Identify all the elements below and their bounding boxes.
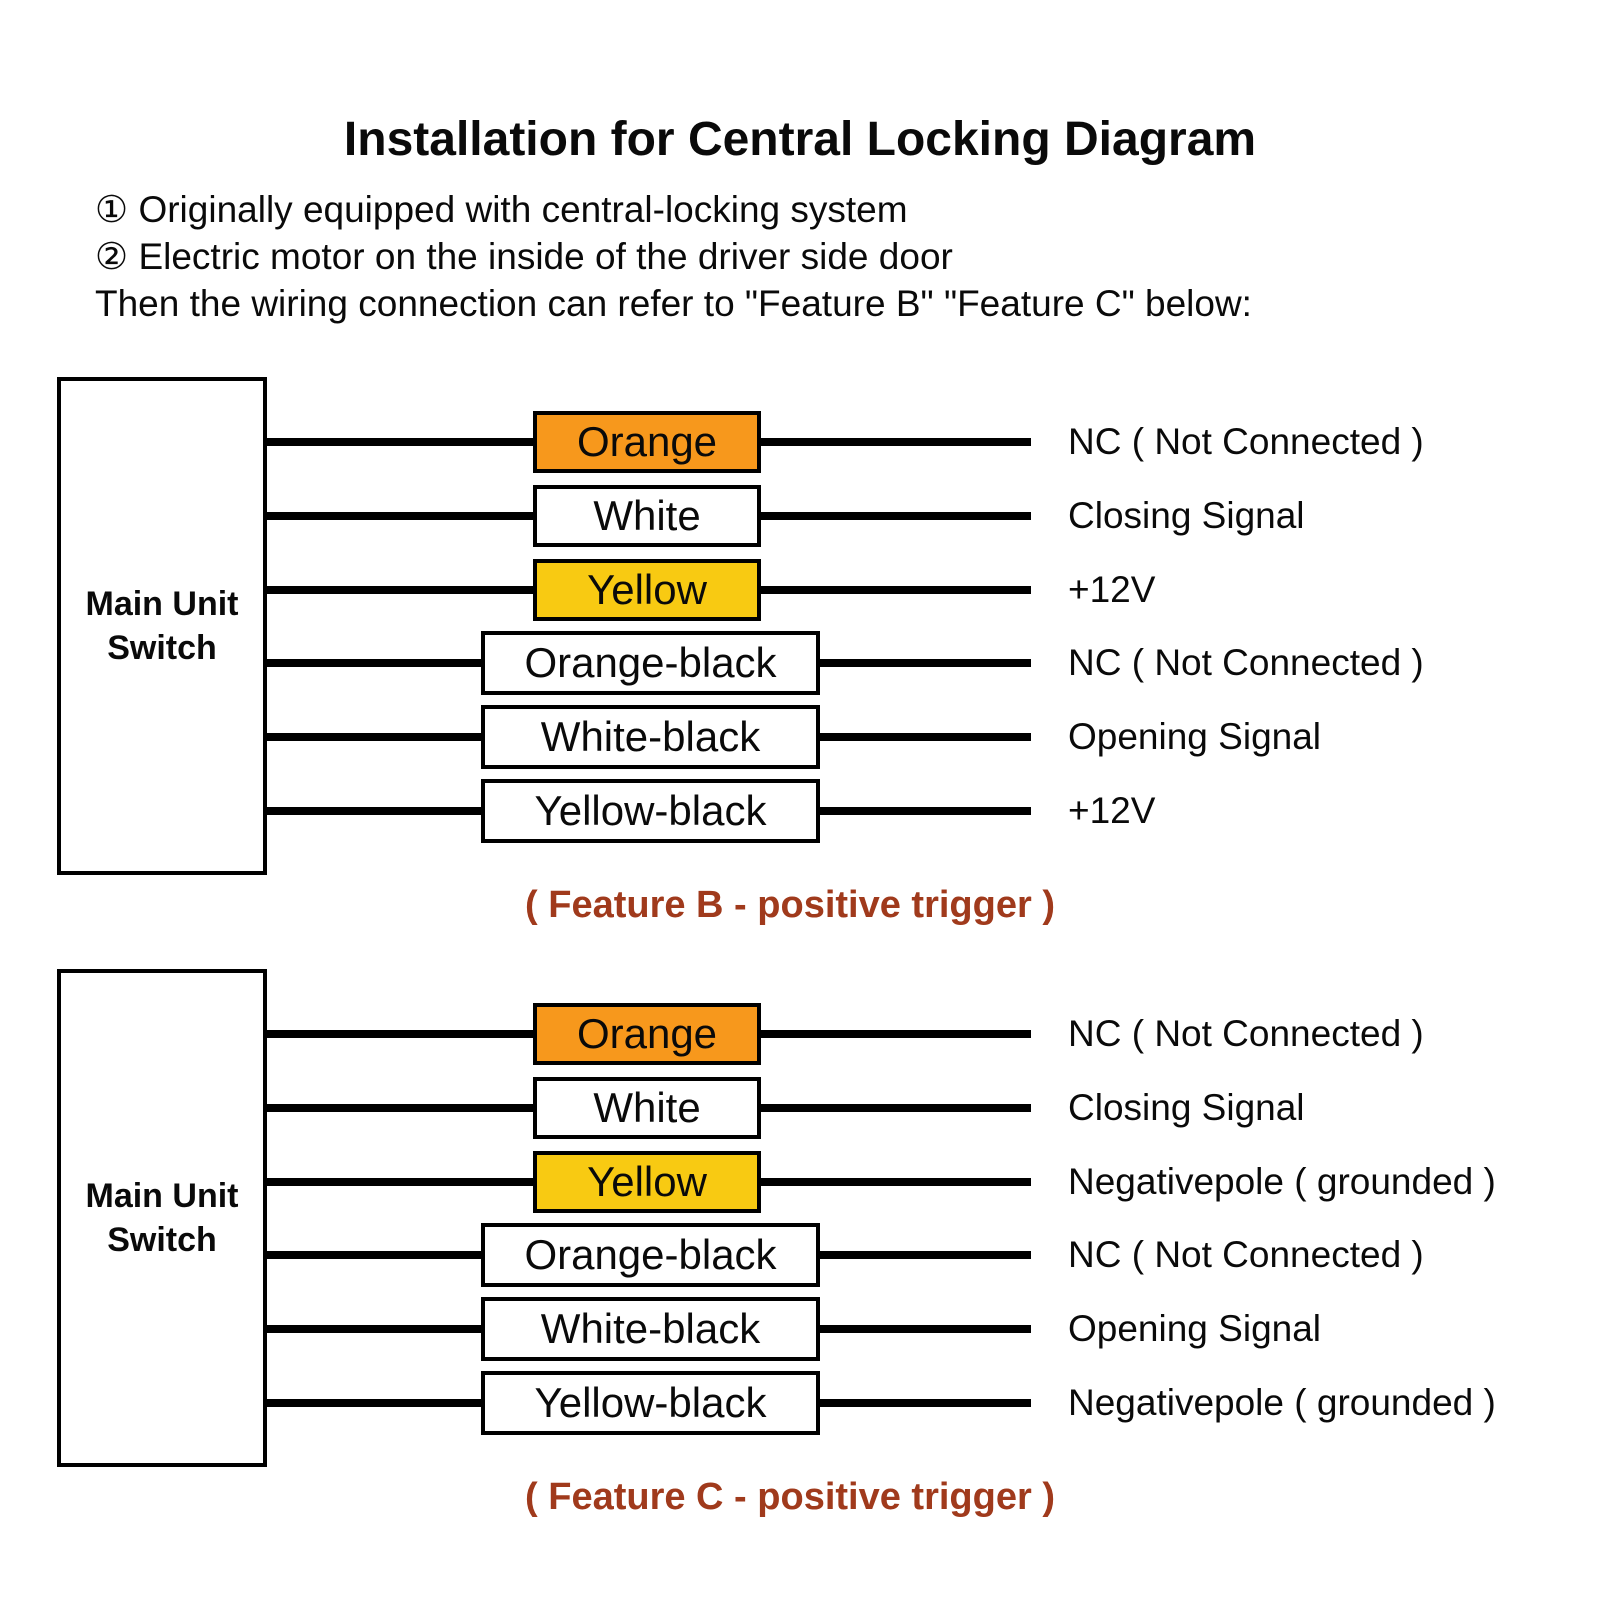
wire-row-yellow: Yellow Negativepole ( grounded ) — [0, 1150, 1600, 1214]
signal-label: Negativepole ( grounded ) — [1068, 1161, 1496, 1202]
wire-label: White — [593, 492, 701, 539]
wire-row-white-black: White-black Opening Signal — [0, 705, 1600, 769]
wire-segment-right — [820, 1251, 1031, 1259]
signal-label: Opening Signal — [1068, 716, 1322, 757]
wire-segment-left — [267, 807, 481, 815]
signal-label: NC ( Not Connected ) — [1068, 1013, 1424, 1054]
wire-label-box-orange: Orange — [533, 411, 761, 473]
wire-segment-right — [820, 1325, 1031, 1333]
wire-segment-right — [820, 1399, 1031, 1407]
wire-label: Yellow-black — [534, 1379, 767, 1426]
signal-label: NC ( Not Connected ) — [1068, 421, 1424, 462]
wire-label-box-yellow: Yellow — [533, 1151, 761, 1213]
note-line-3: Then the wiring connection can refer to … — [95, 283, 1252, 324]
wire-label-box-white-black: White-black — [481, 1297, 820, 1361]
wire-label-box-yellow-black: Yellow-black — [481, 779, 820, 843]
wire-label: Yellow — [587, 566, 707, 613]
signal-label: +12V — [1068, 569, 1156, 610]
wire-row-white-black: White-black Opening Signal — [0, 1297, 1600, 1361]
wire-row-yellow: Yellow +12V — [0, 558, 1600, 622]
wire-segment-right — [820, 659, 1031, 667]
wire-row-white: White Closing Signal — [0, 484, 1600, 548]
signal-label: NC ( Not Connected ) — [1068, 1234, 1424, 1275]
wire-row-orange-black: Orange-black NC ( Not Connected ) — [0, 1223, 1600, 1287]
wire-row-orange: Orange NC ( Not Connected ) — [0, 1002, 1600, 1066]
wire-label: Yellow-black — [534, 787, 767, 834]
wire-label: Yellow — [587, 1158, 707, 1205]
wire-segment-left — [267, 733, 481, 741]
main-unit-switch-label: Switch — [107, 629, 217, 667]
wire-segment-right — [761, 1104, 1031, 1112]
wire-label-box-orange-black: Orange-black — [481, 631, 820, 695]
signal-label: Negativepole ( grounded ) — [1068, 1382, 1496, 1423]
wire-segment-left — [267, 1251, 481, 1259]
wire-segment-left — [267, 1178, 533, 1186]
wire-label: Orange-black — [524, 1231, 777, 1278]
wire-label-box-white-black: White-black — [481, 705, 820, 769]
wire-row-yellow-black: Yellow-black +12V — [0, 779, 1600, 843]
wire-label: Orange — [576, 418, 718, 465]
wire-label-box-yellow: Yellow — [533, 559, 761, 621]
main-unit-switch-label: Main Unit — [85, 1177, 239, 1215]
main-unit-switch-box: Main Unit Switch — [57, 377, 267, 875]
wire-segment-left — [267, 512, 533, 520]
signal-label: NC ( Not Connected ) — [1068, 642, 1424, 683]
wire-segment-right — [761, 512, 1031, 520]
signal-label: Closing Signal — [1068, 1087, 1305, 1128]
wire-segment-right — [761, 586, 1031, 594]
wire-label: Orange-black — [524, 639, 777, 686]
wire-row-white: White Closing Signal — [0, 1076, 1600, 1140]
wire-segment-right — [820, 807, 1031, 815]
wire-label: Orange — [576, 1010, 718, 1057]
wire-segment-left — [267, 659, 481, 667]
signal-label: Opening Signal — [1068, 1308, 1322, 1349]
note-line-1: ① Originally equipped with central-locki… — [95, 189, 908, 230]
feature-c-caption: ( Feature C - positive trigger ) — [525, 1476, 1055, 1518]
wire-segment-left — [267, 1104, 533, 1112]
wire-segment-left — [267, 1399, 481, 1407]
wire-label-box-orange-black: Orange-black — [481, 1223, 820, 1287]
main-unit-switch-box: Main Unit Switch — [57, 969, 267, 1467]
signal-label: +12V — [1068, 790, 1156, 831]
diagram-feature-c: Main Unit Switch Orange NC ( Not Connect… — [0, 969, 1600, 1534]
wire-segment-left — [267, 1030, 533, 1038]
wire-label-box-white: White — [533, 485, 761, 547]
page-title: Installation for Central Locking Diagram — [343, 113, 1257, 166]
wire-label: White-black — [540, 1305, 761, 1352]
wire-segment-left — [267, 1325, 481, 1333]
wire-label: White — [593, 1084, 701, 1131]
wire-segment-right — [761, 1178, 1031, 1186]
diagram-feature-b: Main Unit Switch Orange NC ( Not Connect… — [0, 377, 1600, 942]
wire-label: White-black — [540, 713, 761, 760]
wire-segment-left — [267, 586, 533, 594]
wire-segment-right — [761, 1030, 1031, 1038]
wire-label-box-orange: Orange — [533, 1003, 761, 1065]
wire-row-orange-black: Orange-black NC ( Not Connected ) — [0, 631, 1600, 695]
wire-row-yellow-black: Yellow-black Negativepole ( grounded ) — [0, 1371, 1600, 1435]
main-unit-switch-label: Main Unit — [85, 585, 239, 623]
wire-segment-right — [820, 733, 1031, 741]
wire-label-box-white: White — [533, 1077, 761, 1139]
signal-label: Closing Signal — [1068, 495, 1305, 536]
main-unit-switch-label: Switch — [107, 1221, 217, 1259]
feature-b-caption: ( Feature B - positive trigger ) — [525, 884, 1055, 926]
wire-row-orange: Orange NC ( Not Connected ) — [0, 410, 1600, 474]
wire-label-box-yellow-black: Yellow-black — [481, 1371, 820, 1435]
wire-segment-left — [267, 438, 533, 446]
wire-segment-right — [761, 438, 1031, 446]
notes-block: ① Originally equipped with central-locki… — [95, 186, 1252, 327]
note-line-2: ② Electric motor on the inside of the dr… — [95, 236, 953, 277]
